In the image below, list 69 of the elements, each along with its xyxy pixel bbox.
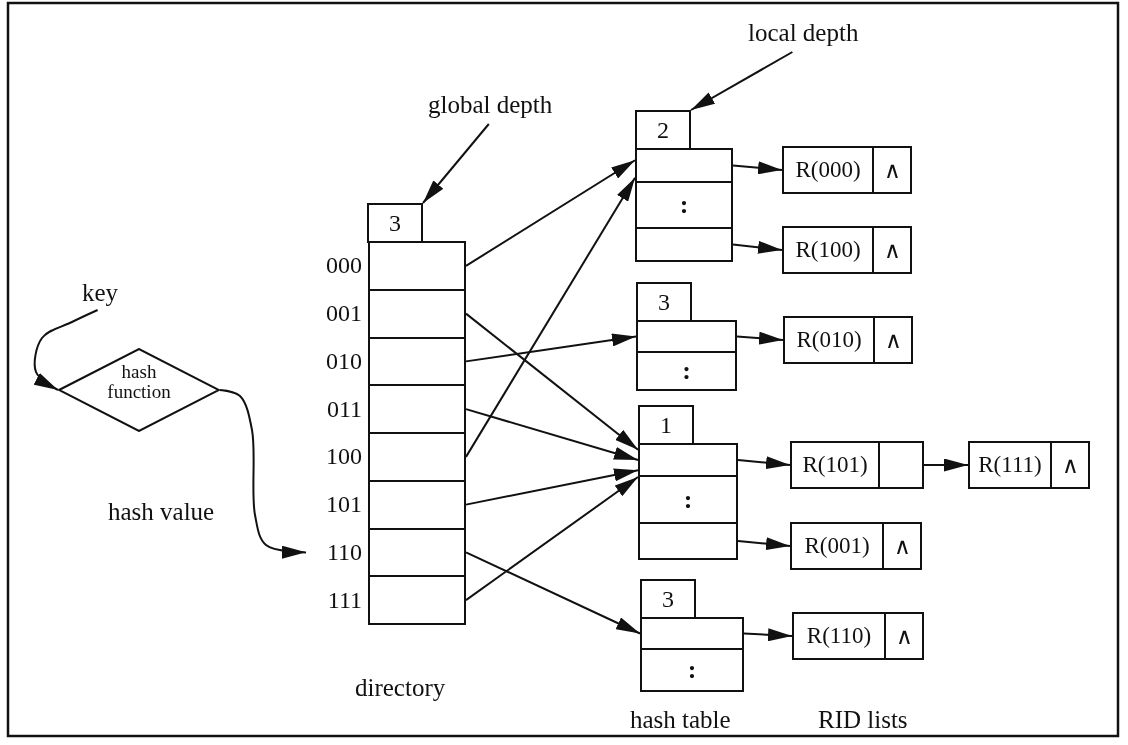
callout-text: global depth	[428, 92, 588, 124]
row-label: 111	[326, 585, 362, 615]
leader-line	[422, 123, 490, 204]
section-label: directory	[355, 674, 446, 702]
leader-line	[690, 51, 794, 111]
depth-box: 3	[640, 579, 696, 619]
bucket-slot	[636, 320, 737, 353]
rid-record	[968, 441, 1090, 489]
null-pointer: ∧	[1050, 443, 1088, 487]
null-pointer: ∧	[872, 148, 910, 192]
depth-box: 2	[635, 110, 691, 150]
bucket-slot	[638, 522, 738, 560]
rid-record	[782, 226, 912, 274]
decision-diamond: hash function	[58, 348, 220, 432]
arrow	[219, 389, 307, 559]
record-id: R(101)	[801, 451, 869, 479]
rid-record	[790, 522, 922, 570]
depth-box: 1	[638, 405, 694, 445]
row-label: 101	[325, 490, 362, 520]
arrow	[465, 408, 639, 463]
arrow	[923, 458, 969, 472]
record-id: R(110)	[805, 622, 873, 650]
arrow	[33, 309, 99, 391]
null-pointer: ∧	[872, 228, 910, 272]
null-pointer: ∧	[882, 524, 920, 568]
depth-box: 3	[367, 203, 423, 243]
record-id: R(100)	[794, 236, 862, 264]
depth-box: 3	[636, 282, 692, 322]
row-label: 110	[325, 537, 362, 567]
row-label: 100	[325, 442, 362, 472]
arrow	[732, 242, 783, 255]
rid-record	[782, 146, 912, 194]
record-id: R(001)	[803, 532, 871, 560]
bucket-slot	[640, 617, 744, 650]
arrow	[465, 312, 639, 451]
record-id: R(010)	[795, 326, 863, 354]
row-label: 010	[325, 346, 362, 376]
arrow	[736, 332, 784, 346]
row-label: 011	[325, 394, 362, 424]
bucket-slot: :	[640, 648, 744, 692]
arrow	[465, 176, 636, 458]
section-label: RID lists	[818, 706, 908, 734]
bucket-slot	[635, 148, 733, 183]
record-id: R(111)	[977, 451, 1043, 479]
rid-record	[790, 441, 924, 489]
arrow	[732, 162, 783, 176]
section-label: hash table	[630, 706, 731, 734]
bucket-slot: :	[636, 351, 737, 391]
bucket-slot: :	[635, 181, 733, 229]
rid-record	[783, 316, 913, 364]
arrow	[465, 466, 639, 506]
arrow	[465, 159, 636, 267]
arrow	[465, 551, 641, 635]
arrow	[465, 331, 637, 363]
callout-text: local depth	[748, 20, 896, 52]
arrow	[465, 476, 639, 602]
arrow	[737, 538, 791, 552]
null-pointer: ∧	[873, 318, 911, 362]
bucket-slot	[638, 443, 738, 477]
arrow	[737, 457, 791, 471]
bucket-slot: :	[638, 475, 738, 524]
record-id: R(000)	[794, 156, 862, 184]
key-label: key	[82, 280, 134, 310]
bucket-slot	[635, 227, 733, 262]
row-label: 001	[325, 299, 362, 329]
arrow	[743, 628, 793, 642]
rid-record	[792, 612, 924, 660]
row-label: 000	[325, 251, 362, 281]
null-pointer: ∧	[884, 614, 922, 658]
